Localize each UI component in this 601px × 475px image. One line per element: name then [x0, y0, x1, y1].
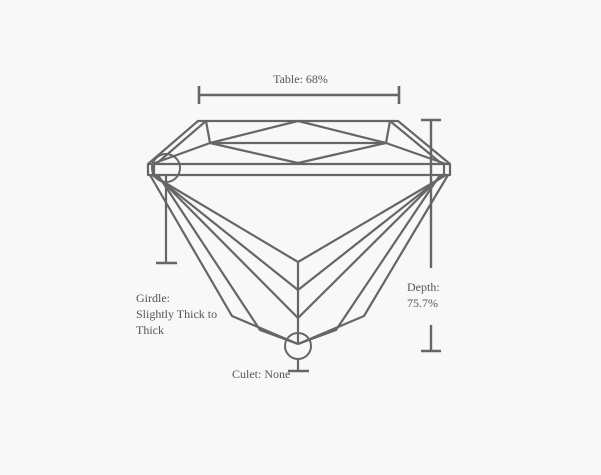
crown [147, 119, 451, 166]
depth-measure-bar [421, 118, 441, 353]
girdle-title: Girdle: [136, 291, 170, 305]
depth-value: 75.7% [407, 296, 438, 310]
depth-label: Depth: 75.7% [407, 279, 457, 311]
girdle-label: Girdle: Slightly Thick to Thick [136, 290, 231, 338]
girdle-marker [151, 153, 181, 265]
girdle-value: Slightly Thick to Thick [136, 307, 218, 337]
culet-marker [284, 332, 312, 373]
table-label: Table: 68% [273, 72, 328, 86]
girdle [146, 162, 452, 177]
table-measure-bar [197, 86, 401, 104]
culet-label: Culet: None [232, 367, 291, 381]
depth-title: Depth: [407, 280, 440, 294]
pavilion [149, 174, 449, 346]
